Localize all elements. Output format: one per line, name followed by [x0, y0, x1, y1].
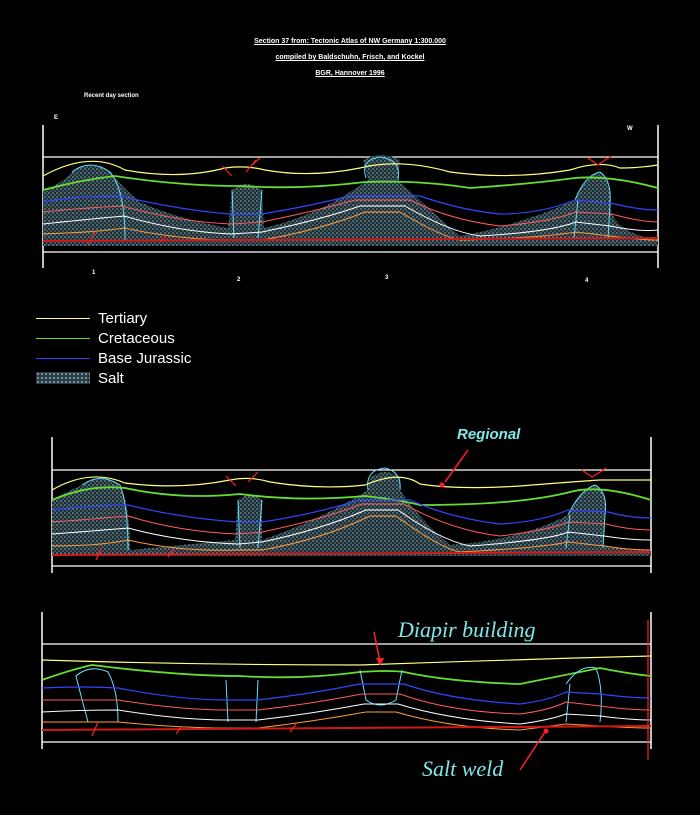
salt-body — [52, 472, 651, 556]
panel-regional — [51, 437, 652, 573]
salt-outline-1 — [81, 478, 129, 551]
header-line-2: compiled by Baldschuhn, Frisch, and Kock… — [275, 54, 425, 61]
salt-outline-3 — [359, 669, 403, 706]
panel1-caption: Recent day section — [84, 93, 139, 99]
legend-item-salt: Salt — [36, 368, 124, 388]
diapir-building-label: Diapir building — [398, 617, 536, 642]
header-line-3: BGR, Hannover 1996 — [315, 70, 385, 77]
panel-diapir-building — [41, 612, 652, 771]
base-salt-line-1 — [42, 237, 659, 242]
jurassic-horizon-2 — [51, 499, 652, 525]
salt-swatch — [36, 372, 90, 384]
east-label: E — [54, 115, 59, 121]
salt-outline-3 — [364, 156, 400, 181]
cretaceous-swatch — [36, 337, 90, 339]
header-line-1: Section 37 from: Tectonic Atlas of NW Ge… — [254, 38, 446, 45]
tertiary-horizon-2 — [51, 476, 651, 491]
regional-arrow — [444, 449, 469, 483]
cretaceous-horizon-1 — [42, 175, 659, 191]
deep-horizon-orange-1 — [42, 211, 659, 241]
cretaceous-horizon-3 — [41, 664, 652, 685]
deep-horizon-red-3 — [42, 693, 652, 715]
legend-label: Salt — [98, 369, 124, 387]
deep-horizon-red-2 — [51, 503, 652, 537]
weld-arrow — [519, 731, 546, 771]
cretaceous-horizon-2 — [51, 486, 652, 506]
legend-item-cretaceous: Cretaceous — [36, 328, 175, 348]
legend-label: Base Jurassic — [98, 349, 192, 367]
jurassic-horizon-1 — [42, 195, 659, 215]
deep-horizon-white-2 — [51, 509, 652, 547]
legend-label: Cretaceous — [98, 329, 175, 347]
salt-outline-1 — [71, 164, 126, 241]
salt-outline-2 — [225, 679, 259, 723]
tertiary-horizon-1 — [42, 160, 659, 177]
salt-weld-label: Salt weld — [422, 756, 504, 781]
faults-1 — [87, 155, 613, 246]
faults-3 — [91, 620, 649, 760]
salt-body — [43, 155, 658, 246]
faults-2 — [95, 467, 607, 561]
regional-arrow-head — [439, 482, 445, 488]
deep-horizon-orange-3 — [42, 711, 652, 731]
regional-label: Regional — [457, 426, 521, 443]
base-salt-line-3 — [41, 725, 652, 731]
west-label: W — [627, 126, 633, 132]
tertiary-horizon-3 — [41, 655, 652, 666]
base-salt-line-2 — [51, 551, 652, 556]
diapir-number-1: 1 — [92, 270, 96, 276]
legend-item-jurassic: Base Jurassic — [36, 348, 191, 368]
diapir-number-3: 3 — [385, 275, 389, 281]
legend-item-tertiary: Tertiary — [36, 308, 147, 328]
tertiary-swatch — [36, 317, 90, 319]
jurassic-horizon-3 — [41, 683, 652, 705]
diapir-arrow — [373, 631, 381, 663]
diapir-arrow-head — [376, 658, 384, 666]
jurassic-swatch — [36, 357, 90, 359]
deep-horizon-red-1 — [42, 199, 659, 227]
deep-horizon-orange-2 — [51, 515, 652, 553]
salt-outline-3 — [367, 467, 401, 491]
legend-label: Tertiary — [98, 309, 148, 327]
deep-horizon-white-1 — [42, 205, 659, 237]
weld-arrow-head — [543, 728, 549, 734]
salt-outline-4 — [573, 171, 611, 239]
deep-horizon-white-3 — [41, 703, 652, 725]
salt-outline-2 — [237, 499, 263, 549]
salt-outline-1 — [75, 668, 119, 723]
panel-present-day — [42, 125, 659, 268]
diapir-number-4: 4 — [585, 278, 589, 284]
diapir-number-2: 2 — [237, 277, 241, 283]
salt-outline-4 — [565, 666, 602, 723]
